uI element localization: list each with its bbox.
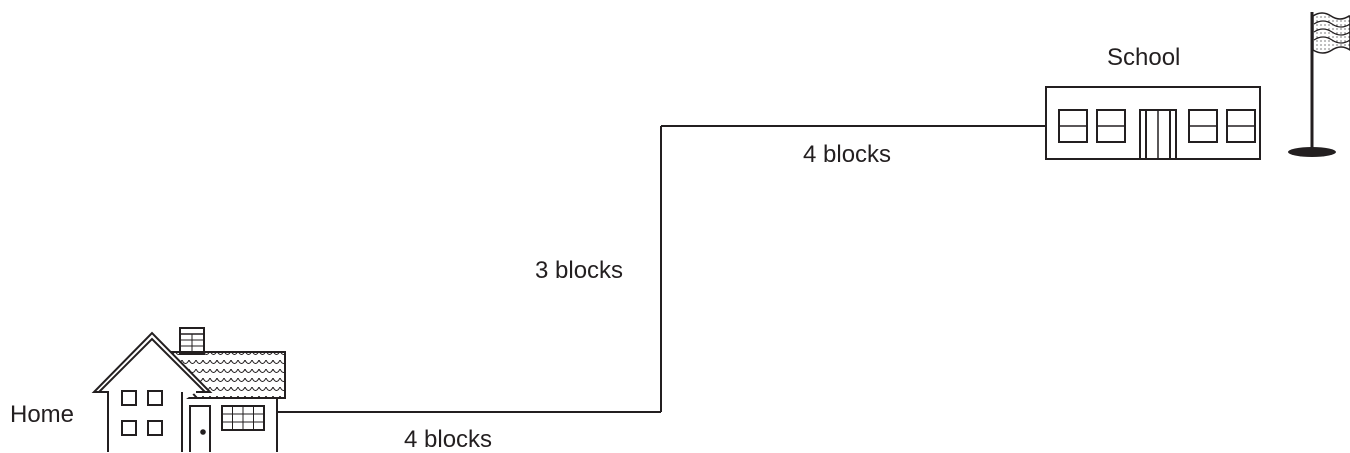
flag-icon <box>1288 12 1350 157</box>
school-building-icon <box>1045 86 1261 160</box>
route-path <box>277 125 1046 413</box>
house-icon <box>91 327 286 452</box>
segment-2-label: 3 blocks <box>535 257 624 284</box>
segment-1-label: 4 blocks <box>404 426 493 453</box>
home-label: Home <box>10 401 75 428</box>
segment-3-label: 4 blocks <box>803 141 892 168</box>
school-label: School <box>1107 44 1181 71</box>
